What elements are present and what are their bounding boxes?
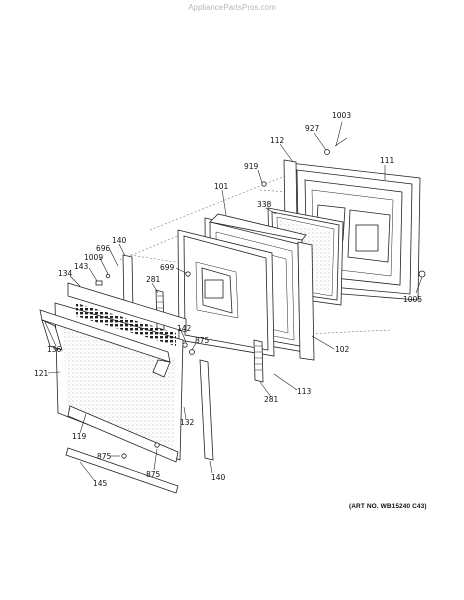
door-spacer-bar [297, 241, 315, 361]
callout-145: 145 [93, 479, 108, 488]
leader-lines [44, 121, 423, 481]
callout-699: 699 [160, 263, 175, 272]
callout-142: 142 [177, 324, 192, 333]
callout-labels: 1003 927 112 111 919 101 338 140 696 100… [34, 111, 422, 488]
callout-875-middle: 875 [97, 452, 112, 461]
bottom-vent-strip [65, 447, 179, 494]
callout-919: 919 [244, 162, 259, 171]
callout-143: 143 [74, 262, 89, 271]
callout-696: 696 [96, 244, 111, 253]
callout-875-bottom: 875 [146, 470, 161, 479]
callout-119: 119 [72, 432, 87, 441]
callout-1009: 1009 [84, 253, 103, 262]
callout-875-top: 875 [195, 336, 210, 345]
callout-121: 121 [34, 369, 49, 378]
door-handle [39, 309, 171, 378]
bottom-trim [67, 405, 179, 463]
callout-338: 338 [257, 200, 272, 209]
lower-bracket [199, 359, 214, 461]
door-liner [177, 229, 275, 357]
hinge-right [253, 339, 264, 383]
watermark: AppliancePartsPros.com [188, 3, 276, 12]
callout-140-upper: 140 [112, 236, 127, 245]
callout-134: 134 [58, 269, 73, 278]
callout-1005: 1005 [403, 295, 422, 304]
callout-136: 136 [47, 345, 62, 354]
callout-102: 102 [335, 345, 350, 354]
callout-132: 132 [180, 418, 195, 427]
callout-113: 113 [297, 387, 312, 396]
callout-112: 112 [270, 136, 285, 145]
art-number: (ART NO. WB15240 C43) [349, 503, 427, 510]
callout-111: 111 [380, 156, 395, 165]
outer-door-panel [54, 302, 184, 461]
callout-281-right: 281 [264, 395, 279, 404]
callout-140-lower: 140 [211, 473, 226, 482]
vent-trim [67, 282, 187, 333]
fasteners [95, 137, 426, 459]
callout-927: 927 [305, 124, 320, 133]
callout-281-left: 281 [146, 275, 161, 284]
callout-1003: 1003 [332, 111, 351, 120]
callout-101: 101 [214, 182, 229, 191]
